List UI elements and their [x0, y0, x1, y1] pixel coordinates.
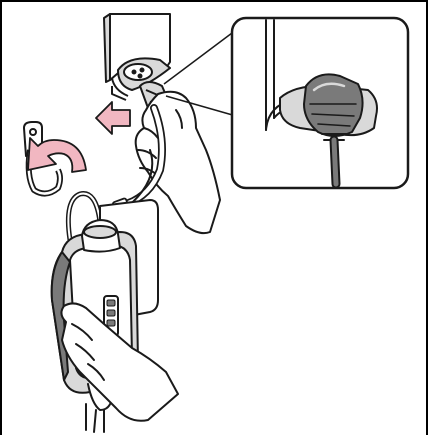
insert-arrow-icon [96, 102, 130, 134]
callout-detail-icon [232, 18, 408, 188]
